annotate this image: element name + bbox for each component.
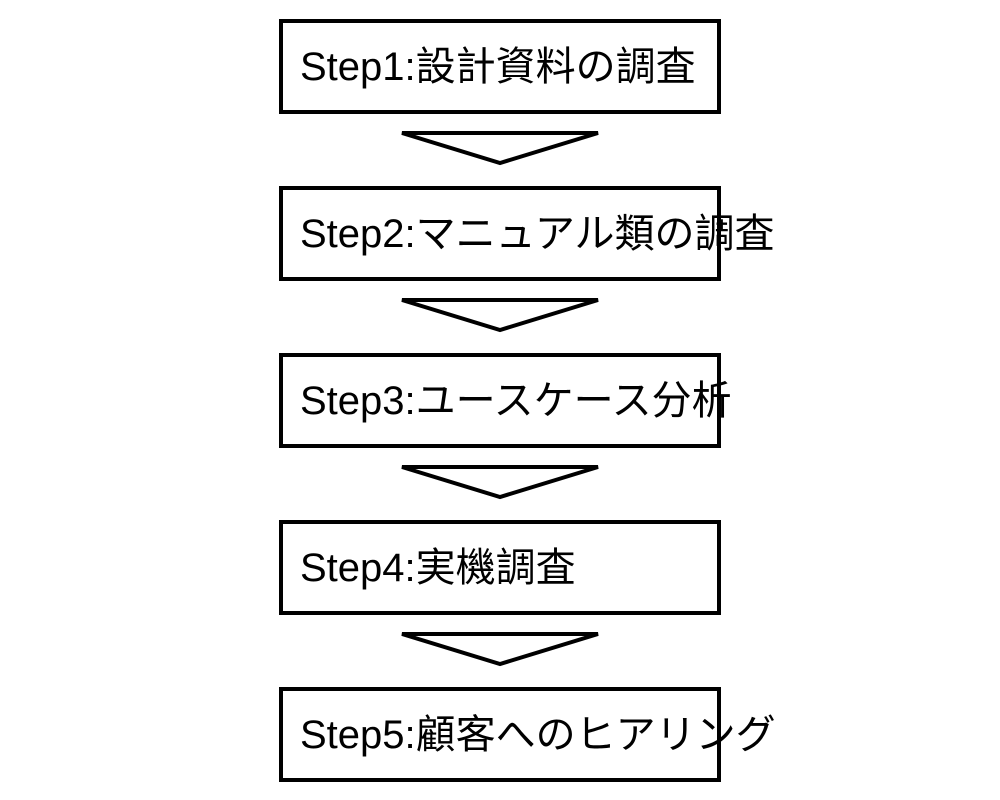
- flow-connector-step2-step3: [396, 294, 604, 334]
- flowchart-node-step5[interactable]: Step5:顧客へのヒアリング: [279, 687, 776, 782]
- flowchart-node-step4[interactable]: Step4:実機調査: [279, 520, 721, 615]
- down-arrow-icon: [401, 131, 599, 166]
- flowchart-node-label: Step2:マニュアル類の調査: [300, 211, 775, 256]
- flowchart-node-label: Step5:顧客へのヒアリング: [300, 712, 776, 757]
- flowchart-node-step3[interactable]: Step3:ユースケース分析: [279, 353, 732, 448]
- flow-connector-step1-step2: [396, 127, 604, 167]
- flowchart-node-label: Step3:ユースケース分析: [300, 378, 732, 423]
- flow-connector-step3-step4: [396, 461, 604, 501]
- down-arrow-icon: [401, 465, 599, 500]
- flow-connector-step4-step5: [396, 628, 604, 668]
- flowchart-node-step1[interactable]: Step1:設計資料の調査: [279, 19, 721, 114]
- down-arrow-icon: [401, 298, 599, 333]
- flowchart-node-label: Step4:実機調査: [300, 545, 576, 590]
- flowchart-node-label: Step1:設計資料の調査: [300, 44, 696, 89]
- down-arrow-icon: [401, 632, 599, 667]
- flowchart-node-step2[interactable]: Step2:マニュアル類の調査: [279, 186, 774, 281]
